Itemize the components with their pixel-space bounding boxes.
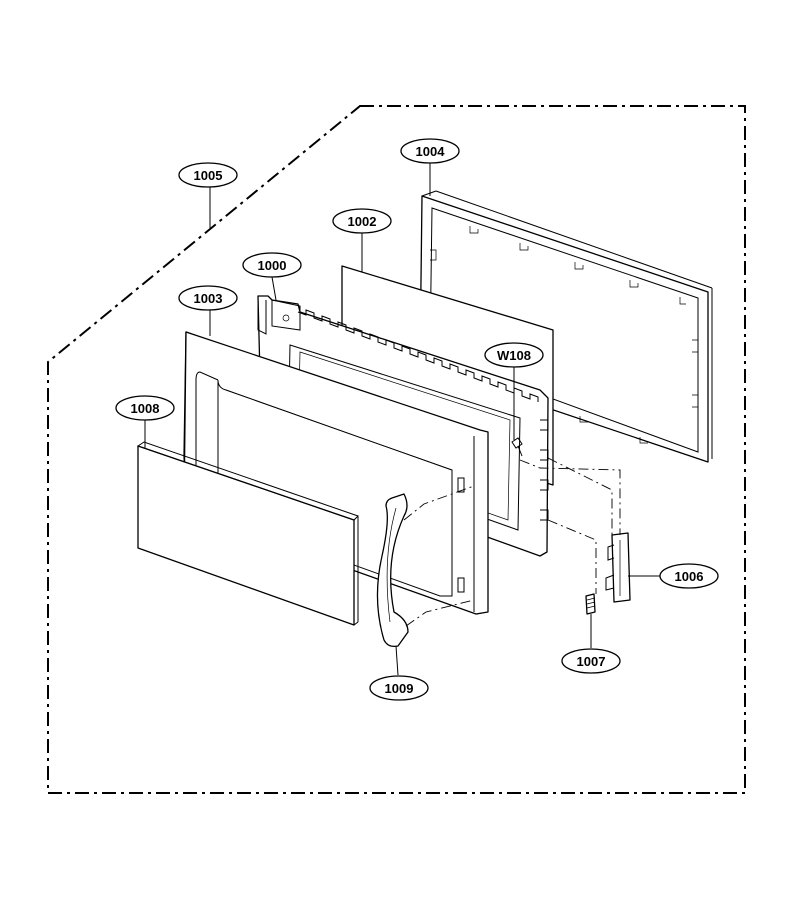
callout-label-1008: 1008: [131, 401, 160, 416]
callout-1006: 1006: [659, 563, 719, 589]
leader-lines: [144, 163, 660, 676]
callout-1008: 1008: [115, 395, 175, 421]
part-1006-latch: [605, 532, 631, 603]
callout-1002: 1002: [332, 208, 392, 234]
callout-label-1004: 1004: [416, 144, 446, 159]
part-1009-door-handle: [376, 493, 409, 648]
callout-1007: 1007: [561, 648, 621, 674]
part-1008-front-panel: [136, 441, 359, 626]
callout-1004: 1004: [400, 138, 460, 164]
assembly-lines: [403, 457, 621, 627]
callout-1000: 1000: [242, 252, 302, 278]
callout-1009: 1009: [369, 675, 429, 701]
callout-label-1002: 1002: [348, 214, 377, 229]
part-1003-door-frame: [183, 331, 489, 615]
callout-W108: W108: [484, 342, 544, 368]
callout-label-1003: 1003: [194, 291, 223, 306]
callout-label-W108: W108: [497, 348, 531, 363]
callout-1003: 1003: [178, 285, 238, 311]
callout-label-1006: 1006: [675, 569, 704, 584]
callout-label-1000: 1000: [258, 258, 287, 273]
part-1007-spring: [585, 593, 596, 615]
callout-label-1009: 1009: [385, 681, 414, 696]
callout-1005: 1005: [178, 162, 238, 188]
callout-label-1007: 1007: [577, 654, 606, 669]
callout-label-1005: 1005: [194, 168, 223, 183]
